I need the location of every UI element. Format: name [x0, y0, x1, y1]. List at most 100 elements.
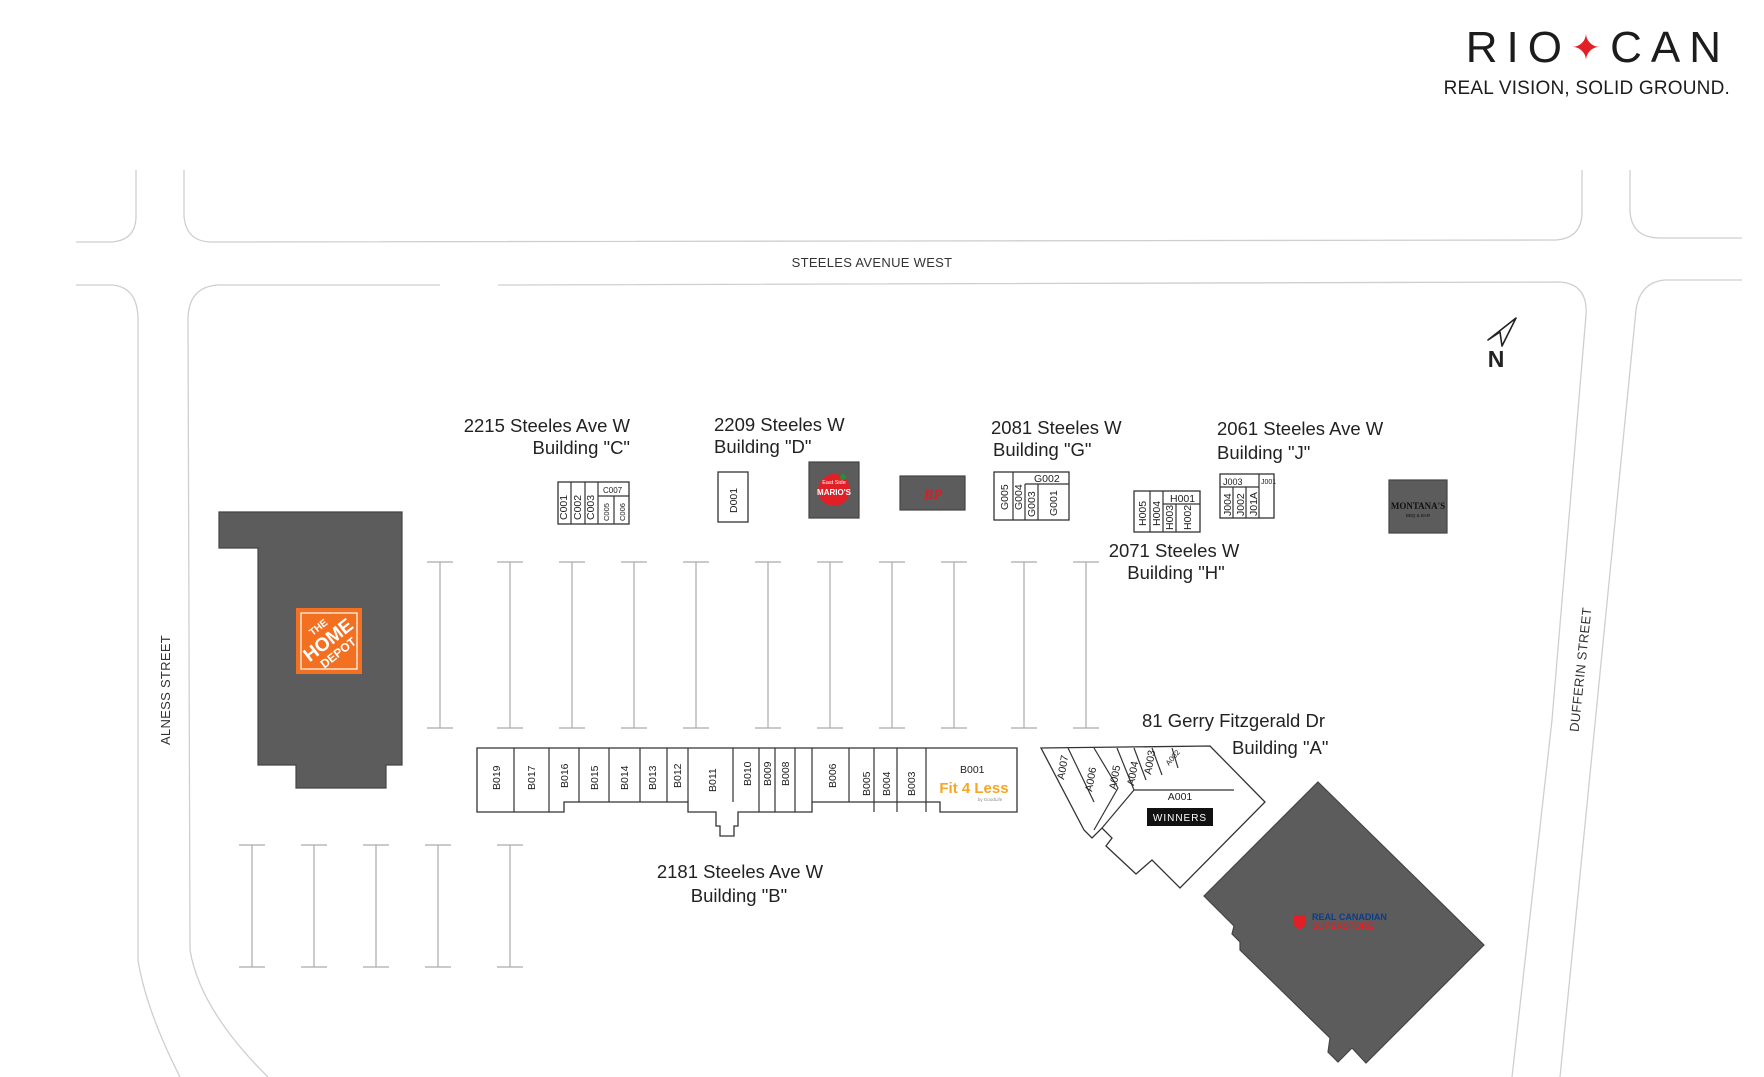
curb-north-block	[183, 170, 1583, 243]
unit-b008: B008	[780, 761, 792, 786]
unit-a007: A007	[1055, 754, 1071, 780]
unit-h003: H003	[1164, 505, 1176, 530]
curb-site	[187, 284, 440, 1077]
road-label-alness: ALNESS STREET	[158, 635, 173, 745]
unit-c001: C001	[558, 495, 570, 520]
road-curbs	[76, 170, 1742, 1077]
unit-b019: B019	[491, 765, 503, 790]
fit4less-line2: by GoodLife	[978, 797, 1003, 802]
unit-h004: H004	[1151, 501, 1163, 526]
riocan-logo: RIO✦CAN REAL VISION, SOLID GROUND.	[1400, 26, 1730, 100]
home-depot-store[interactable]: THE HOME DEPOT	[218, 511, 403, 789]
building-j-name: Building "J"	[1217, 442, 1310, 463]
north-label: N	[1488, 346, 1505, 372]
road-label-dufferin: DUFFERIN STREET	[1567, 607, 1595, 733]
boston-pizza-restaurant[interactable]: BP	[899, 475, 966, 511]
unit-g003: G003	[1026, 491, 1038, 517]
unit-b012: B012	[672, 763, 684, 788]
unit-d001: D001	[728, 488, 740, 513]
building-b[interactable]: B019 B017 B016 B015 B014 B013 B012 B011 …	[476, 747, 1018, 906]
unit-a005: A005	[1107, 764, 1123, 790]
building-h-name: Building "H"	[1127, 562, 1224, 583]
unit-j004: J004	[1222, 493, 1234, 516]
brand-name: RIO✦CAN	[1400, 26, 1730, 70]
superstore-store[interactable]: REAL CANADIAN SUPERSTORE	[1203, 781, 1485, 1064]
brand-name-right: CAN	[1610, 23, 1730, 72]
montanas-line1: MONTANA'S	[1391, 501, 1445, 511]
parking-row-south	[239, 844, 523, 968]
unit-b017: B017	[526, 765, 538, 790]
north-arrow-icon: N	[1487, 317, 1517, 372]
unit-b006: B006	[827, 763, 839, 788]
fit4less-logo: Fit 4 Less by GoodLife	[939, 780, 1008, 802]
building-d[interactable]: 2209 Steeles W Building "D" D001	[714, 414, 845, 523]
unit-b011: B011	[707, 768, 719, 792]
superstore-line1: REAL CANADIAN	[1312, 912, 1387, 922]
unit-c007: C007	[603, 486, 623, 495]
parking-row-north	[427, 561, 1099, 729]
unit-c003: C003	[585, 495, 597, 520]
curb-site-north	[497, 281, 1587, 1077]
unit-g001: G001	[1048, 490, 1060, 516]
unit-b014: B014	[619, 765, 631, 790]
unit-g004: G004	[1013, 484, 1025, 510]
building-d-name: Building "D"	[714, 436, 811, 457]
unit-b003: B003	[906, 771, 918, 796]
building-c[interactable]: 2215 Steeles Ave W Building "C" C001 C00…	[464, 415, 631, 525]
unit-g002: G002	[1034, 473, 1060, 485]
montanas-line2: BBQ & BAR	[1406, 513, 1431, 518]
unit-b015: B015	[589, 765, 601, 790]
curb-east-outer	[1559, 279, 1742, 1077]
building-j[interactable]: 2061 Steeles Ave W Building "J" J004 J00…	[1217, 418, 1384, 519]
unit-a003: A003	[1142, 749, 1158, 775]
unit-c005: C005	[602, 503, 611, 521]
marios-restaurant[interactable]: East Side MARIO'S	[808, 461, 860, 519]
unit-h005: H005	[1137, 501, 1149, 526]
unit-b016: B016	[559, 763, 571, 788]
montanas-restaurant[interactable]: MONTANA'S BBQ & BAR	[1388, 479, 1448, 534]
building-g-name: Building "G"	[993, 439, 1092, 460]
unit-c002: C002	[572, 495, 584, 520]
building-d-address: 2209 Steeles W	[714, 414, 845, 435]
building-a[interactable]: 81 Gerry Fitzgerald Dr Building "A" A007…	[1039, 710, 1328, 889]
unit-h002: H002	[1182, 505, 1194, 530]
maple-leaf-icon: ✦	[1570, 27, 1611, 68]
building-g[interactable]: 2081 Steeles W Building "G" G005 G004 G0…	[991, 417, 1122, 521]
fit4less-line1: Fit 4 Less	[939, 780, 1008, 797]
unit-j01a: J01A	[1248, 492, 1260, 516]
curb-west-outer	[76, 284, 181, 1077]
unit-b001: B001	[960, 764, 985, 776]
unit-g005: G005	[999, 484, 1011, 510]
unit-b009: B009	[762, 761, 774, 786]
superstore-line2: SUPERSTORE	[1312, 921, 1374, 931]
building-b-name: Building "B"	[691, 885, 787, 906]
curb-ne-block	[1629, 170, 1742, 239]
building-a-address: 81 Gerry Fitzgerald Dr	[1142, 710, 1325, 731]
unit-h001: H001	[1170, 493, 1195, 505]
building-a-name: Building "A"	[1232, 737, 1328, 758]
marios-line1: East Side	[822, 480, 846, 486]
unit-j003: J003	[1223, 477, 1243, 487]
unit-c006: C006	[618, 503, 627, 521]
building-c-name: Building "C"	[533, 437, 630, 458]
building-h-address: 2071 Steeles W	[1109, 540, 1240, 561]
unit-a004: A004	[1125, 760, 1141, 786]
unit-b010: B010	[742, 761, 754, 786]
superstore-logo: REAL CANADIAN SUPERSTORE	[1294, 912, 1387, 931]
unit-j001: J001	[1261, 479, 1276, 486]
boston-pizza-logo: BP	[923, 488, 942, 503]
unit-j002: J002	[1235, 493, 1247, 516]
brand-tagline: REAL VISION, SOLID GROUND.	[1443, 78, 1730, 99]
winners-logo: WINNERS	[1153, 813, 1207, 824]
curb-nw-block	[76, 170, 137, 243]
unit-b005: B005	[861, 771, 873, 796]
home-depot-logo: THE HOME DEPOT	[296, 608, 362, 674]
brand-name-left: RIO	[1465, 23, 1571, 72]
road-label-steeles: STEELES AVENUE WEST	[792, 255, 953, 270]
building-c-address: 2215 Steeles Ave W	[464, 415, 631, 436]
building-g-address: 2081 Steeles W	[991, 417, 1122, 438]
building-b-address: 2181 Steeles Ave W	[657, 861, 824, 882]
building-h[interactable]: H005 H004 H003 H002 H001 2071 Steeles W …	[1109, 490, 1240, 583]
unit-b004: B004	[881, 771, 893, 796]
